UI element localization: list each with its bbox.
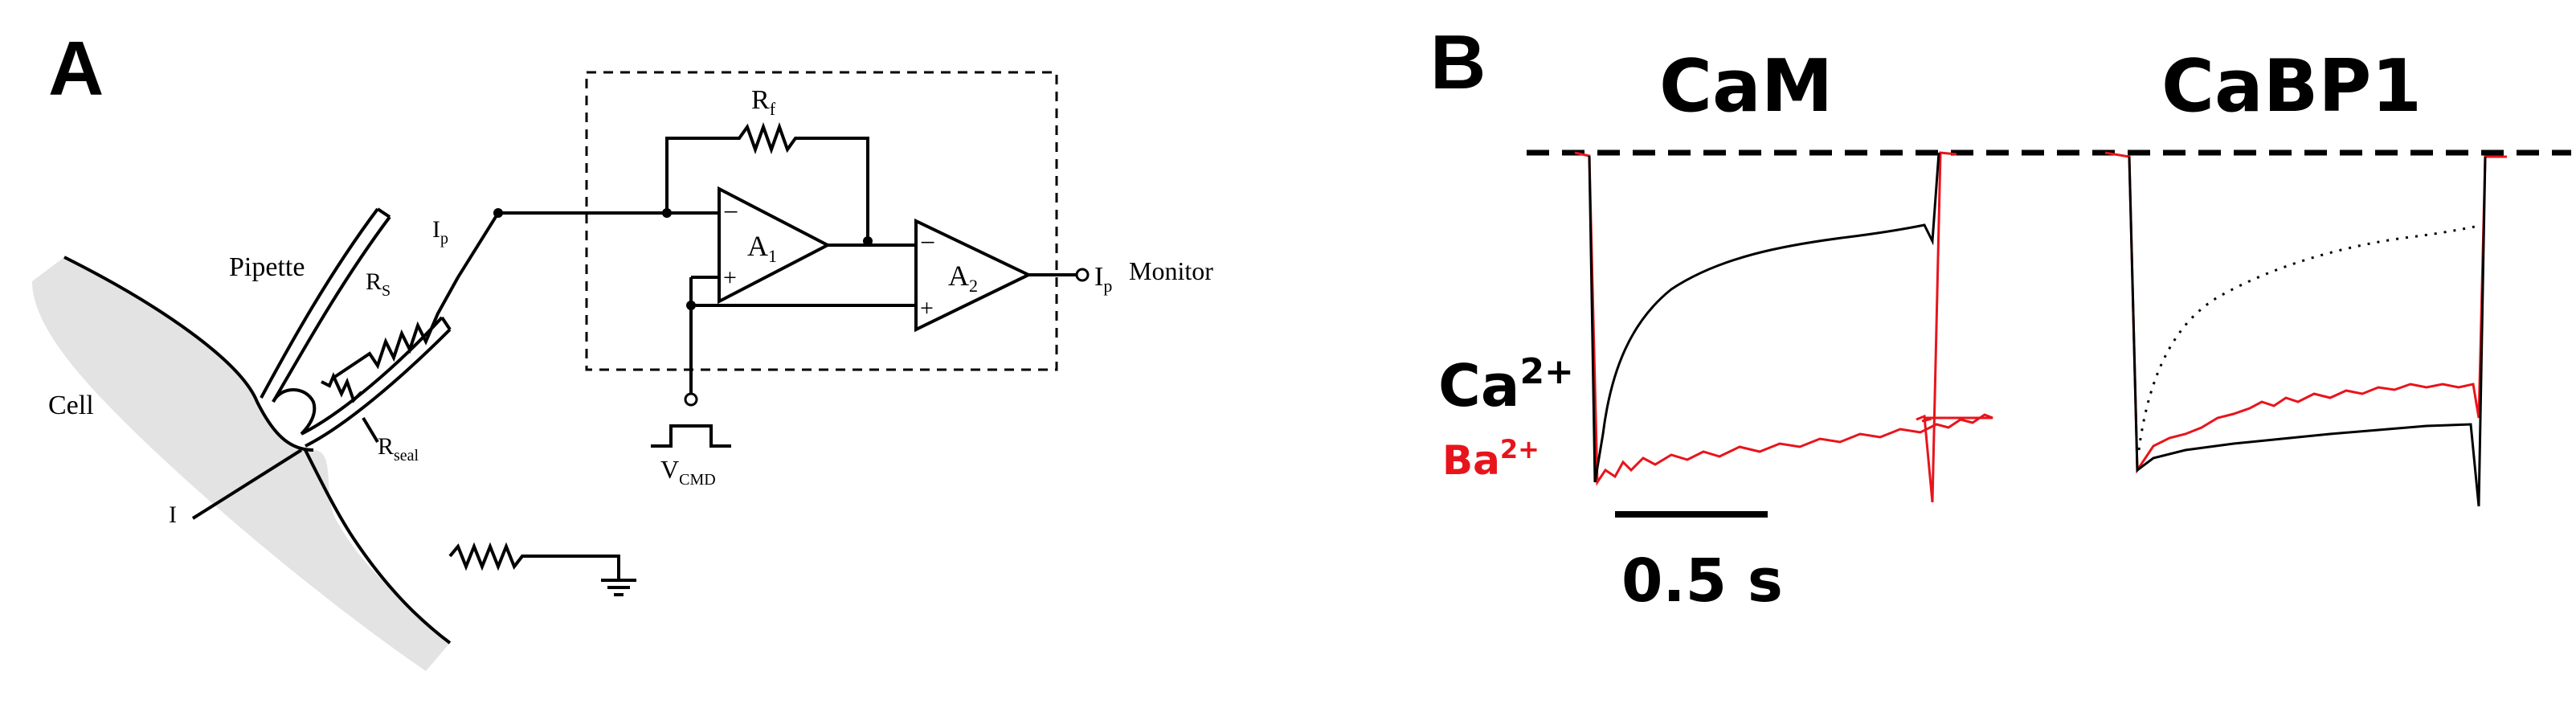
cell-label: Cell <box>48 391 94 420</box>
pipette: Pipette <box>229 207 452 448</box>
trace-cabp1-ca <box>2128 156 2487 507</box>
opamp-a2: − + A2 Ip Monitor <box>691 218 1213 333</box>
input-wire <box>456 211 667 279</box>
panel-a: A Cell Pipette RS Ip <box>32 26 1213 671</box>
panel-b: B CaM CaBP1 Ca2+ Ba2+ 0.5 s <box>1430 19 2571 616</box>
a1-minus-sign: − <box>723 198 738 227</box>
ion-label-ba: Ba2+ <box>1442 434 1539 484</box>
monitor-terminal <box>1075 268 1090 282</box>
ion-label-ca: Ca2+ <box>1438 351 1574 420</box>
pipette-cap-left <box>376 207 391 219</box>
rseal-leader <box>362 416 379 444</box>
cell-cytoplasm <box>32 257 450 671</box>
membrane-patch <box>272 388 317 436</box>
vcmd-node <box>686 301 696 310</box>
opamp-a2-triangle <box>914 218 1032 333</box>
ground-resistor <box>448 542 620 580</box>
rf-resistor <box>665 122 869 241</box>
rseal-zigzag <box>321 371 363 403</box>
cell-membrane-upper <box>63 256 314 452</box>
ground-connection <box>448 542 636 596</box>
pipette-label: Pipette <box>229 252 305 282</box>
pipette-wall-left-outer <box>260 207 379 399</box>
cell-membrane-lower <box>304 449 452 645</box>
vcmd-label: VCMD <box>660 455 716 489</box>
input-node <box>493 208 503 218</box>
cell-body: Cell <box>32 256 452 671</box>
vcmd-pulse-icon <box>651 424 731 448</box>
ip-label: Ip <box>432 216 448 248</box>
scale-bar-label: 0.5 s <box>1621 546 1783 616</box>
trace-group-cabp1 <box>2104 151 2507 507</box>
rf-label: Rf <box>751 85 776 119</box>
a2-minus-sign: − <box>920 228 935 258</box>
monitor-label: Monitor <box>1129 256 1213 285</box>
vcmd-source: VCMD <box>651 277 731 489</box>
opamp-a1: − + A1 <box>667 186 916 305</box>
header-cam: CaM <box>1659 44 1833 129</box>
rs-resistor-zigzag <box>332 276 460 379</box>
a1-label: A1 <box>747 230 777 266</box>
rs-label: RS <box>366 268 390 300</box>
monitor-ip-label: Ip <box>1094 262 1112 296</box>
rs-resistor: RS Ip <box>332 216 460 379</box>
panel-a-letter: A <box>48 26 104 112</box>
panel-b-letter: B <box>1430 19 1486 105</box>
opamp-a1-triangle <box>718 186 832 305</box>
pipette-cap-right <box>440 316 452 331</box>
trace-cabp1-ba <box>2104 151 2507 474</box>
trace-cam-ca <box>1588 152 1940 483</box>
rseal-label: Rseal <box>378 433 419 465</box>
trace-group-cam <box>1574 151 1993 503</box>
rseal-resistor: Rseal <box>321 371 419 465</box>
current-label: I <box>169 501 177 528</box>
pipette-wall-right-outer <box>305 328 452 448</box>
a2-plus-sign: + <box>920 295 934 321</box>
vcmd-terminal <box>684 392 698 407</box>
rf-feedback: Rf <box>662 85 873 246</box>
a2-label: A2 <box>948 260 978 296</box>
trace-cabp1-ca-cam-reference <box>2137 225 2476 451</box>
a1-plus-sign: + <box>723 264 737 291</box>
trace-cam-ba <box>1574 151 1993 486</box>
header-cabp1: CaBP1 <box>2161 44 2422 129</box>
pipette-wall-left-inner <box>272 215 391 403</box>
current-i: I <box>169 448 303 528</box>
amplifier-box <box>585 71 1058 371</box>
pipette-wall-right-inner <box>301 316 444 436</box>
current-leader <box>191 448 303 520</box>
trace-cam-ba-tail <box>1916 151 1957 503</box>
